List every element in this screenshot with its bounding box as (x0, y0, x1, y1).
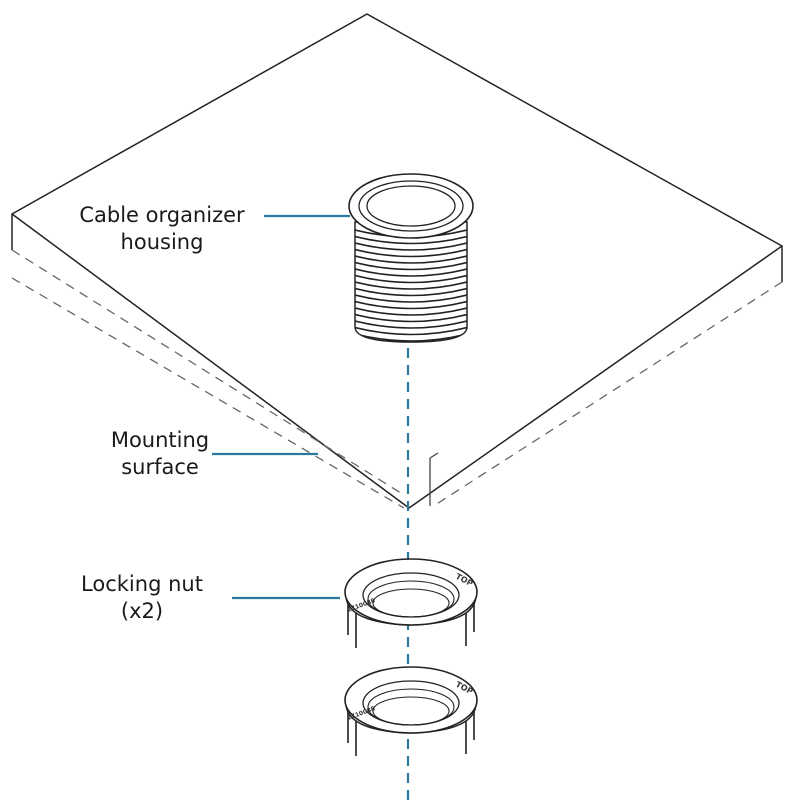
thread-ring (355, 320, 467, 329)
surface-cut-top (429, 452, 439, 459)
surface-label-line1: Mounting (110, 428, 210, 452)
nut-label-line2: (x2) (120, 599, 164, 623)
thread-ring (355, 261, 467, 271)
thread-ring (355, 281, 467, 290)
surface-label: Mounting surface (70, 427, 250, 481)
housing-label: Cable organizer housing (52, 202, 272, 256)
housing-label-line2: housing (120, 230, 204, 254)
thread-ring (355, 287, 467, 297)
housing-flange-inner-rim (358, 180, 464, 232)
surface-hidden-edge-left-lower (11, 277, 405, 509)
thread-ring (355, 268, 467, 277)
surface-hidden-edge-left (11, 249, 405, 496)
cable-organizer-housing (348, 173, 474, 343)
thread-ring (355, 300, 467, 310)
housing-label-line1: Cable organizer (79, 203, 245, 227)
thread-ring (355, 294, 467, 303)
thread-ring (355, 248, 467, 258)
surface-label-line2: surface (121, 455, 199, 479)
locking-nut-2: TOP 2710088 (344, 666, 478, 756)
thread-ring (355, 333, 467, 342)
thread-ring (355, 235, 467, 245)
thread-ring (355, 274, 467, 284)
locking-nut-1: TOP 2710088 (344, 558, 478, 648)
thread-ring (355, 326, 467, 336)
surface-hidden-edge-right (431, 281, 783, 508)
thread-ring (355, 255, 467, 264)
nut-label: Locking nut (x2) (62, 571, 222, 625)
nut-label-line1: Locking nut (81, 572, 203, 596)
thread-ring (355, 307, 467, 316)
thread-ring (355, 242, 467, 251)
housing-opening (366, 185, 456, 227)
housing-threads (355, 229, 467, 342)
thread-ring (355, 313, 467, 323)
